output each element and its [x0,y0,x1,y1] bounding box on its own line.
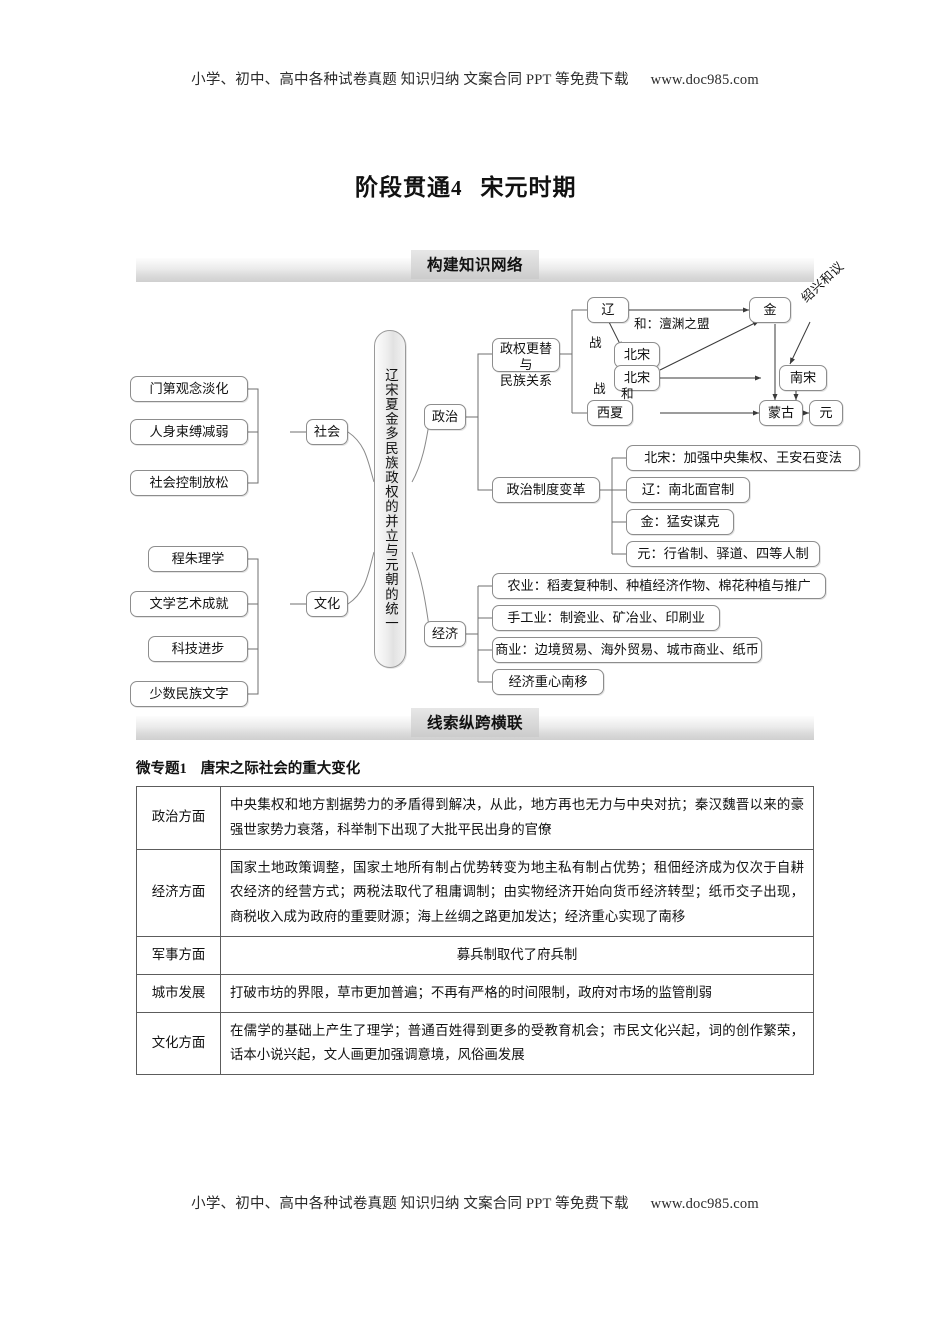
diagram-node-dynasty-beisong: 北宋 [614,342,660,368]
micro-topic-prefix: 微专题 [136,761,180,777]
header-website-url: www.doc985.com [650,72,759,88]
diagram-node-dynasty-jin: 金 [749,297,791,323]
diagram-node-economy-item-1: 农业：稻麦复种制、种植经济作物、棉花种植与推广 [492,573,826,599]
table-row-body: 中央集权和地方割据势力的矛盾得到解决，从此，地方再也无力与中央对抗；秦汉魏晋以来… [220,786,814,850]
diagram-node-dynasty-xixia: 西夏 [587,400,633,426]
changes-table-body: 政治方面 中央集权和地方割据势力的矛盾得到解决，从此，地方再也无力与中央对抗；秦… [136,786,814,1076]
changes-table: 政治方面 中央集权和地方割据势力的矛盾得到解决，从此，地方再也无力与中央对抗；秦… [136,786,814,1076]
table-row-body: 募兵制取代了府兵制 [220,935,814,975]
page-title: 阶段贯通4 宋元时期 [355,168,577,202]
diagram-node-society-item-2: 人身束缚减弱 [130,419,248,445]
diagram-node-society-item-3: 社会控制放松 [130,470,248,496]
section-banner-knowledge-network: 构建知识网络 [136,250,814,282]
diagram-center-label: 辽宋夏金多民族政权的并立与元朝的统一 [374,330,406,668]
diagram-node-dynasty-yuan: 元 [809,400,843,426]
diagram-node-economy-item-3: 商业：边境贸易、海外贸易、城市商业、纸币 [492,637,762,663]
diagram-node-regime-relations: 政权更替与 民族关系 [492,338,560,388]
diagram-node-culture: 文化 [306,591,348,617]
diagram-edge-label-chanyuan-treaty: 和：澶渊之盟 [634,317,710,331]
diagram-edge-label-war-xixia: 战 [593,382,606,396]
page-title-prefix: 阶段贯通 [355,174,451,200]
diagram-node-culture-item-3: 科技进步 [148,636,248,662]
micro-topic-name: 唐宋之际社会的重大变化 [200,761,361,777]
diagram-node-culture-item-4: 少数民族文字 [130,681,248,707]
diagram-node-political-system-reform: 政治制度变革 [492,477,600,503]
page-footer: 小学、初中、高中各种试卷真题 知识归纳 文案合同 PPT 等免费下载 www.do… [0,1192,950,1213]
table-row: 军事方面 募兵制取代了府兵制 [136,935,814,975]
micro-topic-heading: 微专题1 唐宋之际社会的重大变化 [136,757,360,778]
table-row-label: 城市发展 [136,973,221,1013]
table-row-body: 在儒学的基础上产生了理学；普通百姓得到更多的受教育机会；市民文化兴起，词的创作繁… [220,1011,814,1076]
footer-website-url: www.doc985.com [650,1196,759,1212]
diagram-node-dynasty-beisong-box: 北宋 [614,365,660,391]
diagram-node-dynasty-menggu: 蒙古 [759,400,803,426]
diagram-node-system-item-3: 金：猛安谋克 [626,509,734,535]
table-row-label: 政治方面 [136,786,221,850]
diagram-node-dynasty-nansong: 南宋 [779,365,827,391]
diagram-edge-label-war-liao: 战 [589,336,602,350]
diagram-node-economy-item-4: 经济重心南移 [492,669,604,695]
micro-topic-number: 1 [179,761,187,777]
diagram-node-economy-item-2: 手工业：制瓷业、矿冶业、印刷业 [492,605,720,631]
diagram-edge-label-peace-xixia: 和 [621,387,634,401]
regime-relations-line-1: 政权更替与 [499,341,552,372]
table-row-body: 国家土地政策调整，国家土地所有制占优势转变为地主私有制占优势；租佃经济成为仅次于… [220,848,814,937]
header-promo-text: 小学、初中、高中各种试卷真题 知识归纳 文案合同 PPT 等免费下载 [191,72,629,88]
table-row-body: 打破市坊的界限，草市更加普遍；不再有严格的时间限制，政府对市场的监管削弱 [220,973,814,1013]
table-row: 文化方面 在儒学的基础上产生了理学；普通百姓得到更多的受教育机会；市民文化兴起，… [136,1011,814,1076]
diagram-node-society: 社会 [306,419,348,445]
diagram-node-system-item-1: 北宋：加强中央集权、王安石变法 [626,445,860,471]
table-row-label: 军事方面 [136,935,221,975]
diagram-connectors [248,307,811,695]
regime-relations-line-2: 民族关系 [499,372,552,388]
diagram-node-system-item-2: 辽：南北面官制 [626,477,750,503]
diagram-node-society-item-1: 门第观念淡化 [130,376,248,402]
page-header: 小学、初中、高中各种试卷真题 知识归纳 文案合同 PPT 等免费下载 www.do… [0,68,950,89]
section-banner-thread-links-label: 线索纵跨横联 [410,708,540,737]
table-row-label: 经济方面 [136,848,221,937]
footer-promo-text: 小学、初中、高中各种试卷真题 知识归纳 文案合同 PPT 等免费下载 [191,1196,629,1212]
section-banner-knowledge-network-label: 构建知识网络 [410,250,540,279]
diagram-node-politics: 政治 [424,404,466,430]
diagram-node-dynasty-liao: 辽 [587,297,629,323]
table-row: 政治方面 中央集权和地方割据势力的矛盾得到解决，从此，地方再也无力与中央对抗；秦… [136,786,814,850]
table-row-label: 文化方面 [136,1011,221,1076]
page-title-number: 4 [451,176,463,200]
page-title-name: 宋元时期 [480,174,577,200]
table-row: 经济方面 国家土地政策调整，国家土地所有制占优势转变为地主私有制占优势；租佃经济… [136,848,814,937]
section-banner-thread-links: 线索纵跨横联 [136,708,814,740]
knowledge-network-diagram: 门第观念淡化 人身束缚减弱 社会控制放松 社会 程朱理学 文学艺术成就 科技进步… [130,259,860,707]
diagram-node-system-item-4: 元：行省制、驿道、四等人制 [626,541,820,567]
diagram-node-culture-item-2: 文学艺术成就 [130,591,248,617]
diagram-node-economy: 经济 [424,621,466,647]
table-row: 城市发展 打破市坊的界限，草市更加普遍；不再有严格的时间限制，政府对市场的监管削… [136,973,814,1013]
diagram-node-culture-item-1: 程朱理学 [148,546,248,572]
